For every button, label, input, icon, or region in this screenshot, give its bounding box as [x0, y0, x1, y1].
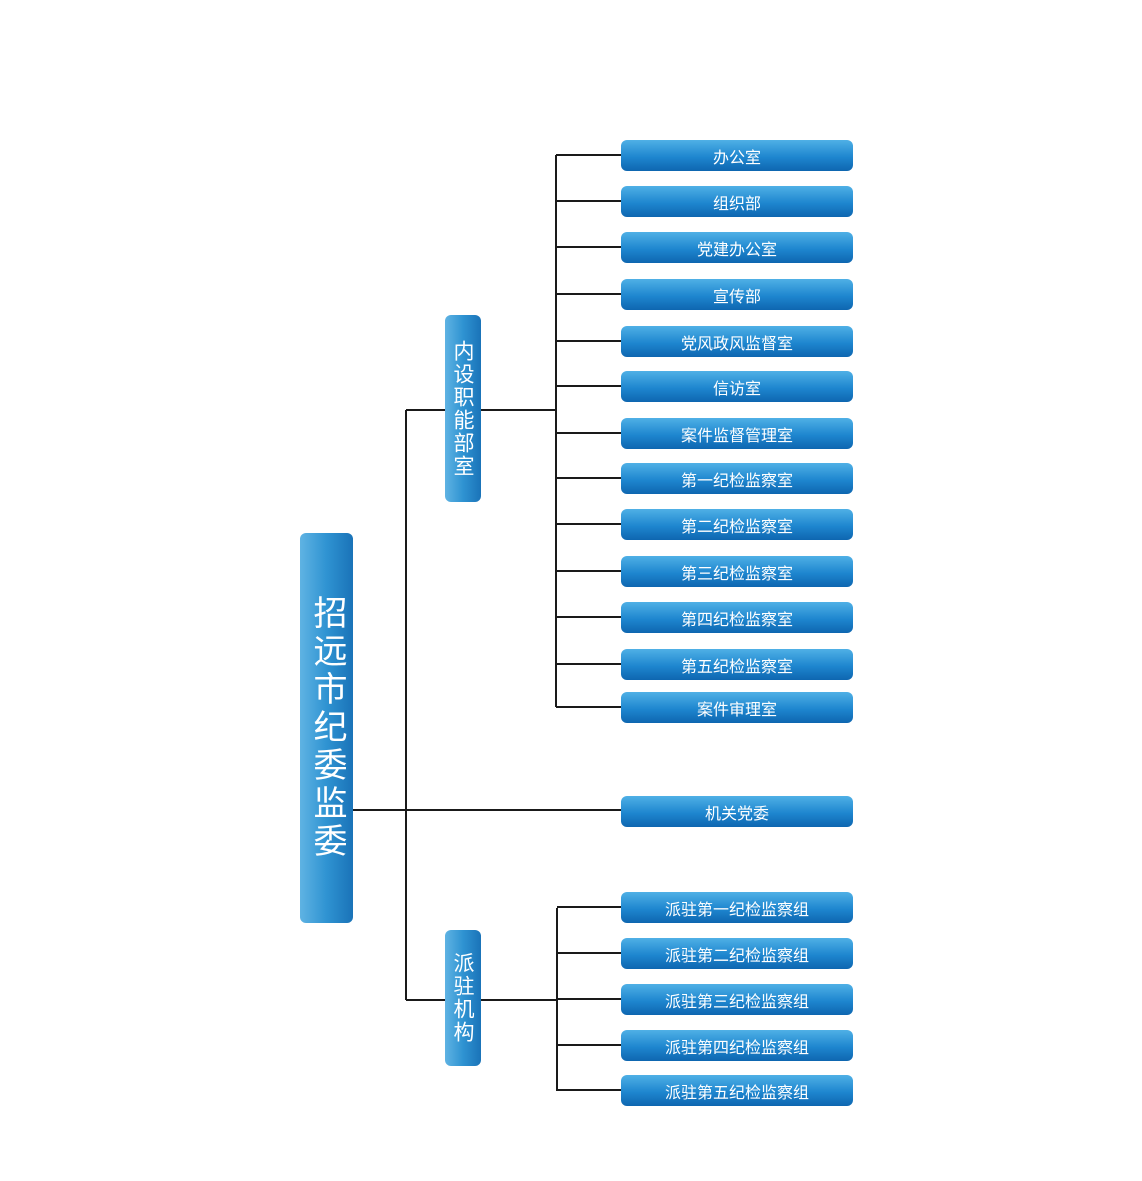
stationed-agencies-node: 派驻机构 [445, 930, 481, 1066]
stationed-group-node-3: 派驻第三纪检监察组 [621, 984, 853, 1015]
internal-dept-node-2: 组织部 [621, 186, 853, 217]
internal-departments-node: 内设职能部室 [445, 315, 481, 502]
internal-dept-node-4: 宣传部 [621, 279, 853, 310]
internal-leaf-connectors [556, 154, 621, 708]
internal-dept-node-9: 第二纪检监察室 [621, 509, 853, 540]
internal-dept-node-10: 第三纪检监察室 [621, 556, 853, 587]
stationed-group-node-1: 派驻第一纪检监察组 [621, 892, 853, 923]
stationed-group-node-4: 派驻第四纪检监察组 [621, 1030, 853, 1061]
internal-dept-node-1: 办公室 [621, 140, 853, 171]
internal-dept-node-5: 党风政风监督室 [621, 326, 853, 357]
stationed-group-node-5: 派驻第五纪检监察组 [621, 1075, 853, 1106]
internal-dept-node-7: 案件监督管理室 [621, 418, 853, 449]
stationed-leaf-connectors [557, 906, 621, 1091]
internal-dept-node-13: 案件审理室 [621, 692, 853, 723]
party-committee-node: 机关党委 [621, 796, 853, 827]
root-label: 招远市纪委监委 [307, 595, 347, 861]
internal-dept-node-8: 第一纪检监察室 [621, 463, 853, 494]
stationed-group-node-2: 派驻第二纪检监察组 [621, 938, 853, 969]
internal-departments-label: 内设职能部室 [451, 339, 475, 478]
internal-dept-node-12: 第五纪检监察室 [621, 649, 853, 680]
internal-dept-node-6: 信访室 [621, 371, 853, 402]
internal-dept-node-11: 第四纪检监察室 [621, 602, 853, 633]
root-node: 招远市纪委监委 [300, 533, 353, 923]
internal-dept-node-3: 党建办公室 [621, 232, 853, 263]
stationed-agencies-label: 派驻机构 [451, 952, 475, 1044]
